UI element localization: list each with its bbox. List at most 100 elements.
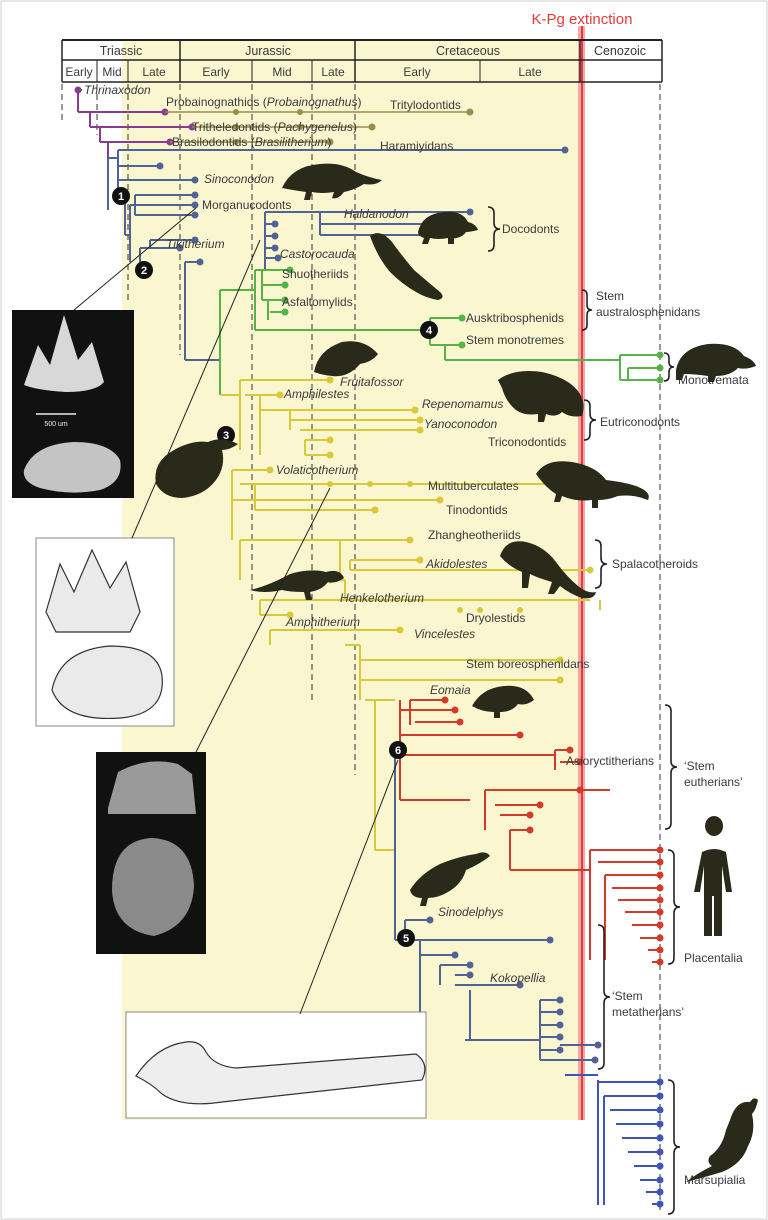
- epoch-cretaceous-early: Early: [403, 65, 430, 79]
- node-6-marker: [389, 741, 407, 759]
- volaticotherium-silhouette: [155, 439, 238, 498]
- label-stem-eutherians-2: eutherians’: [684, 775, 743, 789]
- theriimorph-lineages: [220, 379, 590, 851]
- label-amphilestes: Amphilestes: [283, 387, 349, 401]
- label-stem-metatherians-2: metatherians’: [612, 1005, 684, 1019]
- node-2-marker: [135, 261, 153, 279]
- marsupial-lineages: [565, 1074, 660, 1205]
- label-asioryctitherians: Asioryctitherians: [566, 754, 654, 768]
- label-multituberculates: Multituberculates: [428, 479, 519, 493]
- fruitafossor-silhouette: [314, 341, 378, 377]
- label-tikitherium: Tikitherium: [166, 237, 225, 251]
- label-stem-australosphenidans-1: Stem: [596, 289, 624, 303]
- jaw-drawing: [135, 1041, 426, 1105]
- australosphenidan-tips: [281, 266, 664, 384]
- label-spalacotheroids: Spalacotheroids: [612, 557, 698, 571]
- eutherian-tips: [441, 696, 664, 966]
- label-asfaltomylids: Asfaltomylids: [282, 295, 353, 309]
- akidolestes-silhouette: [500, 541, 596, 599]
- castorocauda-silhouette: [370, 233, 443, 300]
- epoch-cretaceous-late: Late: [518, 65, 542, 79]
- label-brasilitherium: Brasilitherium: [255, 135, 328, 149]
- node-4-marker: [420, 321, 438, 339]
- animal-silhouettes: [155, 163, 758, 1182]
- kangaroo-silhouette: [686, 1098, 758, 1182]
- epoch-jurassic-late: Late: [321, 65, 345, 79]
- label-shuotheriids: Shuotheriids: [282, 267, 349, 281]
- label-sinodelphys: Sinodelphys: [438, 905, 503, 919]
- label-stem-monotremes: Stem monotremes: [466, 333, 564, 347]
- label-repenomamus: Repenomamus: [422, 397, 503, 411]
- label-eomaia: Eomaia: [430, 683, 471, 697]
- node-1-marker: [112, 187, 130, 205]
- label-probainognathids-close: ): [357, 95, 361, 109]
- label-thrinaxodon: Thrinaxodon: [84, 83, 151, 97]
- mesozoic-band: [122, 40, 582, 1120]
- epoch-triassic-late: Late: [142, 65, 166, 79]
- label-haramiyidans: Haramiyidans: [380, 139, 453, 153]
- label-tritheledontids-close: ): [353, 120, 357, 134]
- label-morganucodonts: Morganucodonts: [202, 198, 291, 212]
- label-henkelotherium: Henkelotherium: [340, 591, 424, 605]
- node-6: 6: [395, 745, 401, 757]
- label-fruitafossor: Fruitafossor: [340, 375, 404, 389]
- label-amphitherium: Amphitherium: [285, 615, 360, 629]
- label-eutriconodonts: Eutriconodonts: [600, 415, 680, 429]
- pointer-lines: [73, 207, 399, 1015]
- label-tinodontids: Tinodontids: [446, 503, 508, 517]
- label-tritylodontids: Tritylodontids: [390, 98, 461, 112]
- fossil-insets: 500 um: [12, 310, 427, 1119]
- henkelotherium-silhouette: [250, 570, 344, 600]
- label-sinoconodon: Sinoconodon: [204, 172, 274, 186]
- label-tritheledontids: Tritheledontids (Pachygenelus): [192, 120, 357, 134]
- label-dryolestids: Dryolestids: [466, 611, 525, 625]
- tooth-crown-photo: [24, 315, 104, 392]
- scale-bar-label: 500 um: [44, 421, 68, 428]
- label-ausktribosphenids: Ausktribosphenids: [466, 311, 564, 325]
- label-zhangheotheriids: Zhangheotheriids: [428, 528, 521, 542]
- node-4: 4: [426, 325, 433, 337]
- epoch-triassic-early: Early: [65, 65, 92, 79]
- epoch-jurassic-early: Early: [202, 65, 229, 79]
- taxon-labels: Thrinaxodon Probainognathids (Probainogn…: [84, 83, 749, 1187]
- metatherian-tips: [426, 916, 602, 1064]
- label-probainognathids-text: Probainognathids (: [166, 95, 267, 109]
- kpg-label: K-Pg extinction: [532, 11, 633, 28]
- period-cretaceous: Cretaceous: [436, 44, 500, 58]
- label-kokopellia: Kokopellia: [490, 971, 546, 985]
- label-brasilodontids: Brasilodontids (Brasilitherium): [172, 135, 331, 149]
- basal-range-dots: [233, 108, 474, 146]
- epoch-jurassic-mid: Mid: [272, 65, 291, 79]
- time-scale-header: Triassic Jurassic Cretaceous Cenozoic Ea…: [61, 39, 663, 83]
- label-stem-boreosphenidans: Stem boreosphenidans: [466, 657, 589, 671]
- label-vincelestes: Vincelestes: [414, 627, 475, 641]
- eomaia-silhouette: [472, 685, 534, 718]
- label-pachygenelus: Pachygenelus: [278, 120, 353, 134]
- period-jurassic: Jurassic: [245, 44, 291, 58]
- node-3: 3: [223, 430, 229, 442]
- label-placentalia: Placentalia: [684, 951, 743, 965]
- period-triassic: Triassic: [100, 44, 143, 58]
- node-5-marker: [397, 929, 415, 947]
- node-1: 1: [118, 191, 124, 203]
- tooth-drawing-occlusal: [51, 645, 163, 720]
- tooth-drawing-lateral: [45, 548, 141, 633]
- label-brasilodontids-text: Brasilodontids (: [172, 135, 255, 149]
- label-stem-australosphenidans-2: australosphenidans: [596, 305, 700, 319]
- label-yanoconodon: Yanoconodon: [424, 417, 498, 431]
- label-volaticotherium: Volaticotherium: [276, 463, 358, 477]
- haldanodon-silhouette: [418, 211, 478, 244]
- tooth-occlusal-photo: [23, 442, 121, 493]
- clade-brackets: [487, 206, 681, 1215]
- node-5: 5: [403, 933, 409, 945]
- sinodelphys-silhouette: [410, 852, 490, 906]
- label-triconodontids: Triconodontids: [488, 435, 566, 449]
- label-tritheledontids-text: Tritheledontids (: [192, 120, 278, 134]
- node-2: 2: [141, 265, 147, 277]
- repenomamus-silhouette: [498, 371, 584, 422]
- label-akidolestes: Akidolestes: [425, 557, 487, 571]
- label-castorocauda: Castorocauda: [280, 247, 355, 261]
- australosphenidan-lineages: [219, 269, 660, 395]
